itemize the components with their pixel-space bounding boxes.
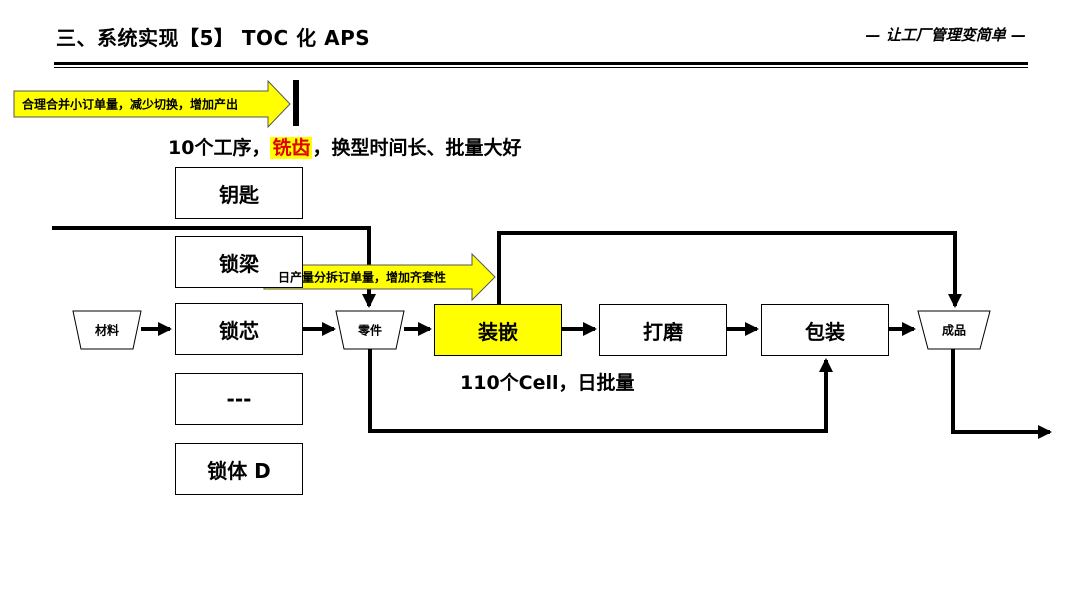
exit-line [951, 349, 1052, 439]
top-callout-arrow [13, 79, 291, 129]
top-callout-label: 合理合并小订单量，减少切换，增加产出 [22, 97, 239, 112]
step-pack: 包装 [761, 304, 889, 356]
process-note-highlight: 铣齿 [270, 137, 313, 159]
constraint-bar [293, 80, 299, 126]
mid-callout-label: 日产量分拆订单量，增加齐套性 [278, 270, 447, 285]
process-note-prefix: 10个工序， [168, 137, 271, 159]
slogan: — 让工厂管理变简单 — [865, 26, 1026, 44]
cell-note: 110个Cell，日批量 [460, 372, 635, 394]
step-polish: 打磨 [599, 304, 727, 356]
header-rule-thin [54, 67, 1028, 68]
material-label: 材料 [94, 323, 120, 338]
part-box-ellipsis: --- [175, 373, 303, 425]
part-box-key: 钥匙 [175, 167, 303, 219]
component-buffer [335, 310, 405, 350]
bypass-line [368, 349, 833, 433]
finished-label: 成品 [941, 323, 967, 338]
part-box-body: 锁体 D [175, 443, 303, 495]
process-note: 10个工序，铣齿，换型时间长、批量大好 [168, 133, 521, 160]
finished-buffer [917, 310, 991, 350]
part-box-shackle: 锁梁 [175, 236, 303, 288]
step-inlay: 装嵌 [434, 304, 562, 356]
page-title: 三、系统实现【5】 TOC 化 APS [56, 26, 371, 50]
rope-line-finished [497, 231, 962, 308]
header-rule-thick [54, 62, 1028, 65]
mid-callout-arrow [263, 252, 496, 302]
component-label: 零件 [357, 323, 383, 338]
material-buffer [72, 310, 142, 350]
part-box-core: 锁芯 [175, 303, 303, 355]
process-note-suffix: ，换型时间长、批量大好 [312, 137, 522, 159]
